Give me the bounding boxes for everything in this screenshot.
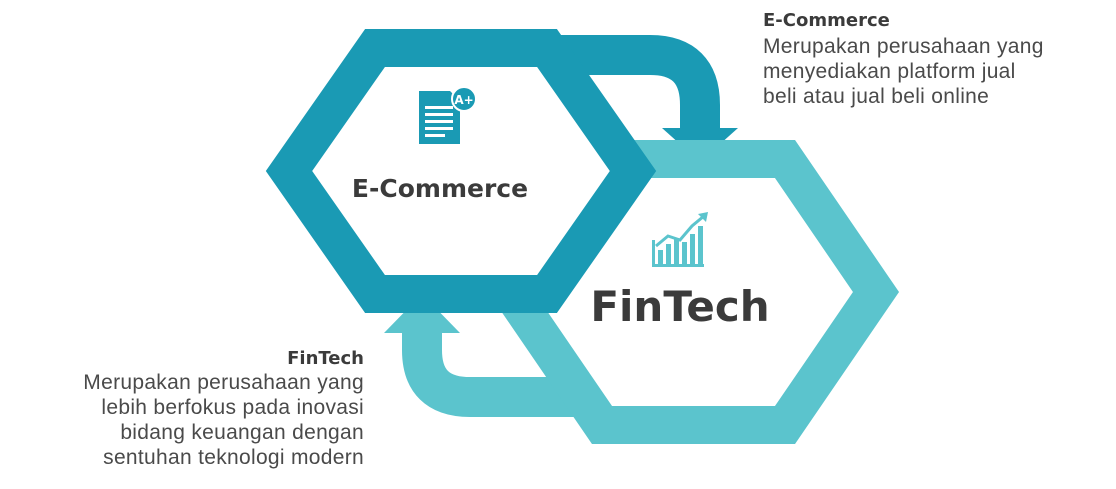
ecommerce-desc-line: Merupakan perusahaan yang xyxy=(763,35,1044,58)
fintech-desc-title: FinTech xyxy=(287,348,364,369)
fintech-description: FinTech Merupakan perusahaan yang lebih … xyxy=(83,348,364,470)
ecommerce-hex-label: E-Commerce xyxy=(351,174,529,203)
arrow-to-ecommerce xyxy=(384,294,610,417)
svg-text:A+: A+ xyxy=(454,93,473,107)
ecommerce-desc-title: E-Commerce xyxy=(763,10,890,31)
fintech-desc-line: bidang keuangan dengan xyxy=(120,421,364,444)
ecommerce-desc-line: beli atau jual beli online xyxy=(763,85,990,108)
fintech-desc-line: lebih berfokus pada inovasi xyxy=(101,396,364,419)
document-grade-icon: A+ xyxy=(419,86,477,144)
ecommerce-hexagon xyxy=(265,29,657,313)
fintech-desc-line: sentuhan teknologi modern xyxy=(103,446,364,469)
ecommerce-desc-line: menyediakan platform jual xyxy=(763,60,1016,83)
ecommerce-description: E-Commerce Merupakan perusahaan yang men… xyxy=(763,10,1044,109)
fintech-hex-label: FinTech xyxy=(590,282,770,331)
growth-chart-icon xyxy=(652,212,708,267)
fintech-desc-line: Merupakan perusahaan yang xyxy=(83,371,364,394)
